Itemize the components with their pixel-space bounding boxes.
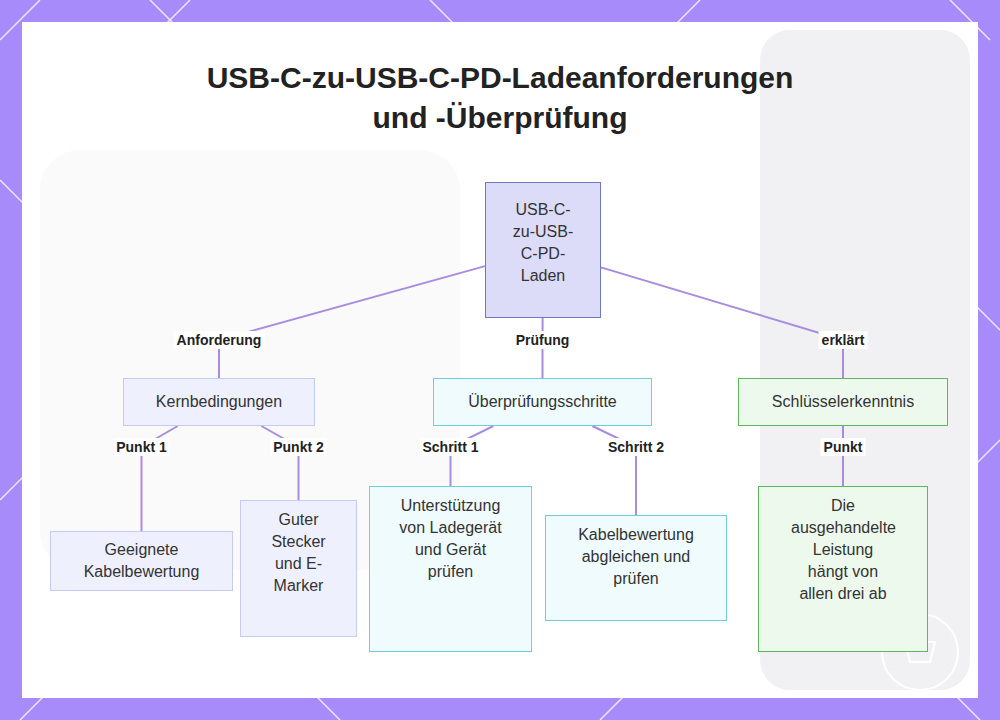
edge-label: erklärt	[819, 331, 868, 349]
root-box: USB-C-zu-USB-C-PD-Laden	[485, 182, 601, 318]
connector-line	[451, 426, 494, 486]
edge-label: Prüfung	[513, 331, 573, 349]
panel	[22, 22, 978, 698]
leaf-box: Geeignete Kabelbewertung	[50, 531, 233, 591]
leaf-box: Die ausgehandelte Leistung hängt von all…	[758, 486, 928, 652]
node-text: Kernbedingungen	[132, 391, 306, 413]
node-text: Geeignete Kabelbewertung	[81, 539, 202, 583]
edge-label: Schritt 1	[419, 438, 481, 456]
category-box: Kernbedingungen	[123, 378, 315, 426]
node-text: Unterstützung von Ladegerät und Gerät pr…	[399, 495, 502, 583]
connector-line	[601, 267, 843, 378]
connector-line	[219, 266, 485, 378]
node-text: Die ausgehandelte Leistung hängt von all…	[791, 495, 895, 605]
node-text: Kabelbewertung abgleichen und prüfen	[562, 524, 710, 590]
node-text: Guter Stecker und E-Marker	[268, 509, 329, 597]
node-text: USB-C-zu-USB-C-PD-Laden	[511, 199, 575, 287]
category-box: Überprüfungsschritte	[433, 378, 652, 426]
connector-line	[842, 426, 844, 486]
edge-label: Punkt 2	[270, 438, 327, 456]
edge-label: Anforderung	[174, 331, 265, 349]
edge-label: Punkt 1	[113, 438, 170, 456]
node-text: Schlüsselerkenntnis	[747, 391, 939, 413]
node-text: Überprüfungsschritte	[442, 391, 643, 413]
diagram-title: USB-C-zu-USB-C-PD-Ladeanforderungen und …	[190, 58, 810, 138]
leaf-box: Kabelbewertung abgleichen und prüfen	[545, 515, 727, 621]
category-box: Schlüsselerkenntnis	[738, 378, 948, 426]
leaf-box: Unterstützung von Ladegerät und Gerät pr…	[369, 486, 532, 652]
edge-label: Schritt 2	[605, 438, 667, 456]
leaf-box: Guter Stecker und E-Marker	[240, 500, 357, 637]
edge-label: Punkt	[821, 438, 866, 456]
